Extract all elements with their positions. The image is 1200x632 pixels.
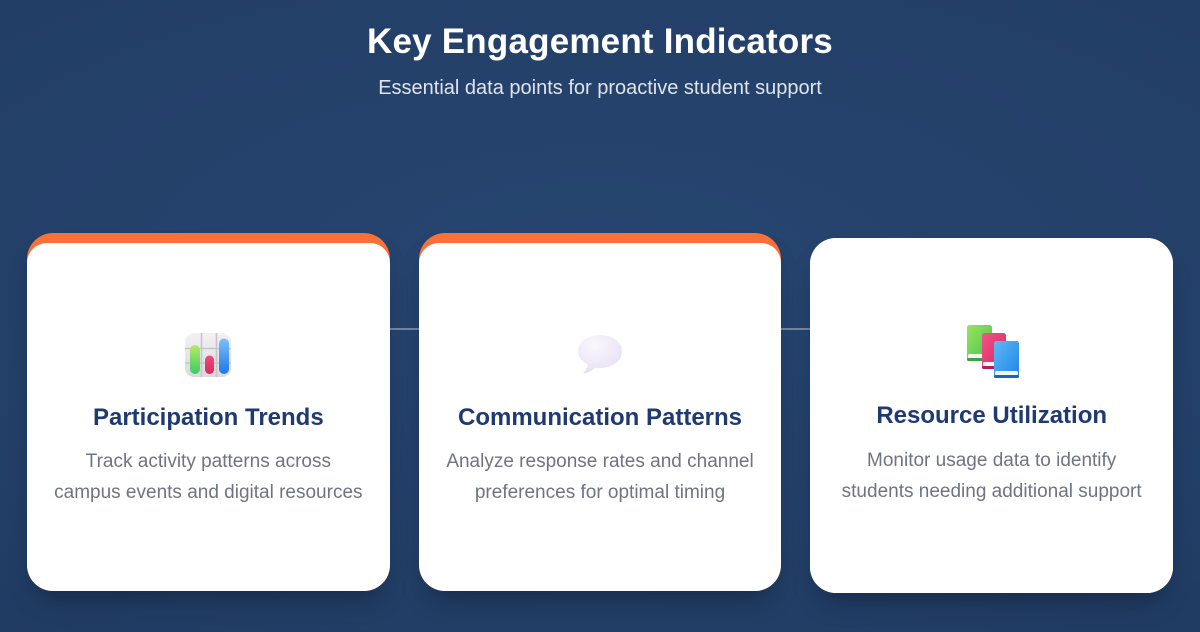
blue-book bbox=[993, 341, 1019, 379]
card-description: Analyze response rates and channel prefe… bbox=[446, 451, 754, 504]
books-icon bbox=[961, 323, 1023, 381]
indicator-cards-row: Participation Trends Track activity patt… bbox=[27, 233, 1174, 593]
card-participation-trends: Participation Trends Track activity patt… bbox=[27, 233, 390, 591]
card-resource-utilization-body: Resource Utilization Monitor usage data … bbox=[810, 238, 1174, 593]
card-description: Track activity patterns across campus ev… bbox=[54, 451, 363, 504]
page-title: Key Engagement Indicators bbox=[367, 22, 833, 61]
speech-bubble-icon bbox=[573, 325, 627, 383]
card-title: Participation Trends bbox=[92, 403, 324, 431]
card-description: Monitor usage data to identify students … bbox=[841, 449, 1142, 502]
card-title: Communication Patterns bbox=[457, 403, 743, 431]
page-subtitle: Essential data points for proactive stud… bbox=[378, 77, 822, 100]
page-header: Key Engagement Indicators Essential data… bbox=[0, 21, 1200, 100]
card-participation-trends-body: Participation Trends Track activity patt… bbox=[27, 243, 390, 591]
card-communication-patterns-body: Communication Patterns Analyze response … bbox=[418, 243, 782, 591]
card-resource-utilization: Resource Utilization Monitor usage data … bbox=[810, 238, 1174, 593]
card-title: Resource Utilization bbox=[876, 402, 1108, 430]
card-communication-patterns: Communication Patterns Analyze response … bbox=[418, 233, 782, 591]
bar-chart-icon bbox=[180, 325, 236, 383]
